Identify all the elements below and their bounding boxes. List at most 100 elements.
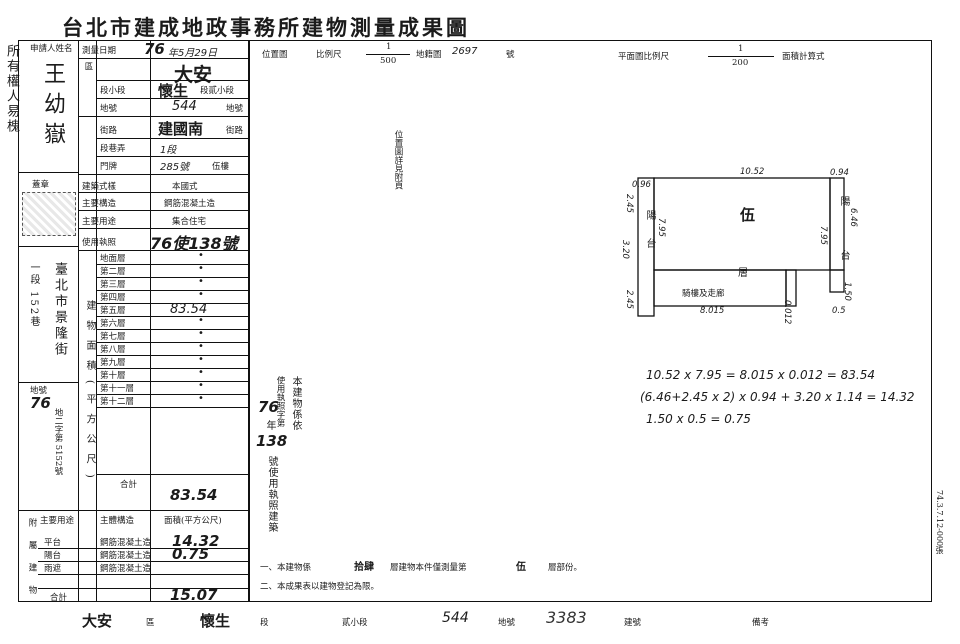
- form-frame: [18, 40, 932, 602]
- dim-right-small: 0.94: [830, 168, 849, 178]
- fraction-bar: [708, 56, 774, 57]
- formula-1: 10.52 x 7.95 = 8.015 x 0.012 = 83.54: [646, 368, 875, 382]
- license-label: 使用執照: [82, 238, 117, 248]
- floor-row-label: 第四層: [100, 293, 126, 303]
- footer-section: 懷生: [200, 612, 231, 630]
- road-suffix: 街路: [226, 126, 244, 136]
- attached-label: 附屬建物: [27, 518, 37, 608]
- dim-left-lower-245: 2.45: [624, 290, 634, 309]
- table-divider: [96, 264, 248, 265]
- attached-row-structure: 鋼筋混凝土造: [100, 564, 152, 574]
- survey-date-rest: 年5月29日: [168, 48, 218, 59]
- dim-bottom: 8.015: [700, 306, 725, 316]
- number-label: 門牌: [100, 162, 118, 172]
- footer-district: 大安: [82, 612, 113, 630]
- table-divider: [18, 172, 78, 173]
- floor-row-label: 第六層: [100, 319, 126, 329]
- floor-plan-diagram: [637, 177, 845, 317]
- dim-inner-left: 7.95: [656, 218, 666, 237]
- area-calc-label: 面積計算式: [782, 52, 825, 62]
- platform-left: 陽台: [644, 210, 655, 266]
- note-1-floors: 拾肆: [354, 562, 374, 573]
- note-1-mid: 層建物本件僅測量第: [390, 563, 467, 573]
- floor-row-area: •: [198, 263, 204, 274]
- table-divider: [38, 561, 248, 562]
- owner-label: 申請人姓名: [30, 44, 73, 54]
- survey-date-label: 測量日期: [82, 46, 117, 56]
- attached-row-area: 0.75: [172, 545, 210, 563]
- table-divider: [78, 174, 248, 175]
- table-divider: [78, 228, 248, 229]
- floor-row-label: 第十一層: [100, 384, 135, 394]
- table-divider: [78, 116, 248, 117]
- table-divider: [78, 58, 248, 59]
- table-divider: [78, 192, 248, 193]
- footer-section-suffix: 段: [260, 618, 269, 628]
- lane-value: 1段: [160, 145, 177, 156]
- table-divider: [96, 394, 248, 395]
- table-divider: [78, 250, 248, 251]
- dim-right-646: 6.46: [848, 208, 858, 227]
- use-label: 主要用途: [82, 217, 117, 227]
- attached-row-use: 陽台: [44, 551, 62, 561]
- arcade-label: 騎樓及走廊: [682, 289, 725, 299]
- edge-code: 74.3.7.12-000張: [935, 490, 944, 555]
- location-plan-label: 位置圖: [262, 50, 288, 60]
- table-divider: [18, 246, 78, 247]
- license-notice-col1: 本建物係依: [290, 376, 301, 431]
- floor-row-area: •: [198, 354, 204, 365]
- table-divider: [96, 381, 248, 382]
- material-label: 主要構造: [82, 199, 117, 209]
- land-id-value: 76: [30, 394, 51, 412]
- floor-row-area: •: [198, 328, 204, 339]
- floor-row-area: •: [198, 289, 204, 300]
- attached-use-label: 主要用途: [40, 516, 75, 526]
- table-divider: [150, 40, 151, 510]
- dim-bottom-small: 0.012: [782, 300, 792, 325]
- table-divider: [96, 510, 97, 602]
- footer-small-section: 貳小段: [342, 618, 368, 628]
- attached-row-structure: 鋼筋混凝土造: [100, 551, 152, 561]
- area-col-label: 建物面積(平方公尺): [84, 300, 95, 488]
- floor-row-label: 第二層: [100, 267, 126, 277]
- table-divider: [96, 342, 248, 343]
- floor-plan-scale-label: 平面圖比例尺: [618, 52, 670, 62]
- table-divider: [248, 40, 250, 602]
- land-detail: 地二字第 5152號: [53, 408, 63, 475]
- parcel-suffix: 地號: [226, 104, 244, 114]
- table-divider: [150, 510, 151, 602]
- attached-total-label: 合計: [50, 593, 68, 603]
- floor-row-label: 第七層: [100, 332, 126, 342]
- note-2: 二、本成果表以建物登記為限。: [260, 582, 380, 592]
- note-1-floor: 伍: [516, 562, 526, 573]
- floor-row-label: 第十二層: [100, 397, 135, 407]
- formula-3: 1.50 x 0.5 = 0.75: [646, 412, 751, 426]
- table-divider: [96, 355, 248, 356]
- license-notice-num: 138: [256, 432, 288, 450]
- dim-right-05: 0.5: [832, 306, 846, 316]
- parcel-label: 地號: [100, 104, 118, 114]
- floor-label-2: 層: [738, 268, 748, 279]
- floor-row-area: •: [198, 367, 204, 378]
- structure-value: 本國式: [172, 182, 198, 192]
- floor-label: 伍: [740, 206, 756, 224]
- map-sheet-value: 2697: [452, 46, 478, 57]
- attached-row-structure: 鋼筋混凝土造: [100, 538, 152, 548]
- seal-label: 蓋章: [32, 180, 50, 190]
- section-side: 一段 152巷: [28, 262, 39, 329]
- footer-building-no: 3383: [546, 608, 587, 627]
- note-1-suffix: 層部份。: [548, 563, 583, 573]
- table-divider: [96, 316, 248, 317]
- material-value: 鋼筋混凝土造: [164, 199, 216, 209]
- location-note: 位置圖詳見附頁: [393, 130, 403, 190]
- subsection-suffix: 段貳小段: [200, 86, 235, 96]
- subsection-value: 懷生: [158, 82, 189, 100]
- note-1-prefix: 一、本建物係: [260, 563, 312, 573]
- table-divider: [96, 368, 248, 369]
- table-divider: [96, 40, 97, 510]
- floor-row-label: 第十層: [100, 371, 126, 381]
- floor-row-label: 第八層: [100, 345, 126, 355]
- footer-parcel: 544: [442, 610, 469, 626]
- road-value: 建國南: [158, 120, 204, 138]
- district-label: 區: [83, 62, 93, 71]
